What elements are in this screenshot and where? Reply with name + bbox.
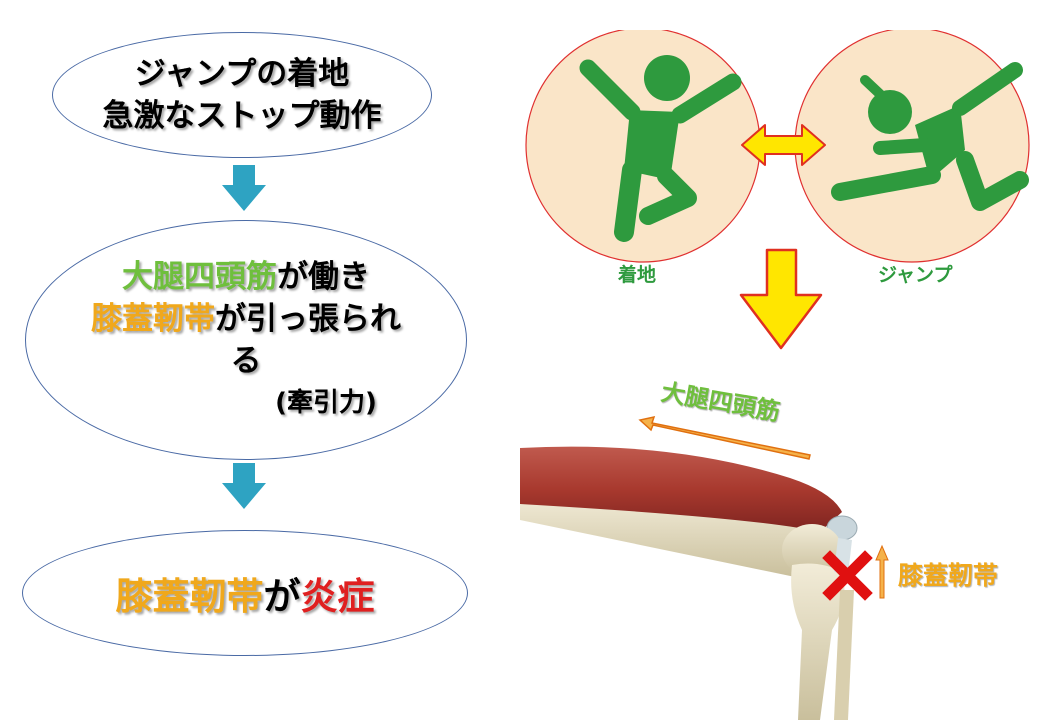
- muscle-pull-arrow-icon: [638, 415, 811, 460]
- flow-box-traction-line2: 膝蓋靭帯が引っ張られ: [91, 298, 401, 340]
- tendon-suffix: が引っ張られ: [215, 301, 401, 337]
- big-down-arrow-icon: [739, 248, 823, 350]
- tendon-term: 膝蓋靭帯: [91, 301, 215, 337]
- tendon-term: 膝蓋靭帯: [115, 575, 264, 618]
- tendon-label: 膝蓋靭帯: [898, 561, 999, 590]
- down-arrow-icon: [222, 165, 266, 211]
- inflammation-term: 炎症: [300, 575, 375, 618]
- knee-anatomy-illustration: [520, 415, 889, 720]
- flow-box-landing-line2: 急激なストップ動作: [102, 98, 382, 134]
- quadriceps-muscle: [520, 446, 842, 532]
- jump-landing-figures: [525, 30, 1030, 350]
- traction-note: (牽引力): [275, 388, 377, 418]
- inflammation-cross-icon: [822, 550, 873, 601]
- tendon-pull-arrow-icon: [875, 544, 889, 599]
- flow-box-traction-line1: 大腿四頭筋が働き: [91, 256, 401, 298]
- femur: [520, 495, 836, 578]
- femur-condyle: [782, 524, 842, 576]
- flow-box-inflammation: 膝蓋靭帯が炎症: [22, 530, 468, 656]
- fibula: [834, 590, 854, 720]
- muscle-suffix: が働き: [277, 259, 370, 295]
- landing-label: 着地: [618, 264, 657, 286]
- swap-arrow-icon: [741, 124, 826, 166]
- jump-figure-icon: [831, 62, 1029, 211]
- flow-box-traction-line3: る: [230, 343, 262, 379]
- jump-label: ジャンプ: [878, 264, 953, 286]
- flow-box-traction: 大腿四頭筋が働き 膝蓋靭帯が引っ張られ る (牽引力): [25, 220, 467, 460]
- muscle-term: 大腿四頭筋: [122, 259, 277, 295]
- particle: が: [263, 575, 301, 618]
- down-arrow-icon: [222, 463, 266, 509]
- flow-box-landing-line1: ジャンプの着地: [134, 56, 350, 92]
- landing-figure-icon: [579, 55, 742, 242]
- flow-box-landing: ジャンプの着地 急激なストップ動作: [52, 32, 432, 158]
- tibia: [791, 563, 845, 720]
